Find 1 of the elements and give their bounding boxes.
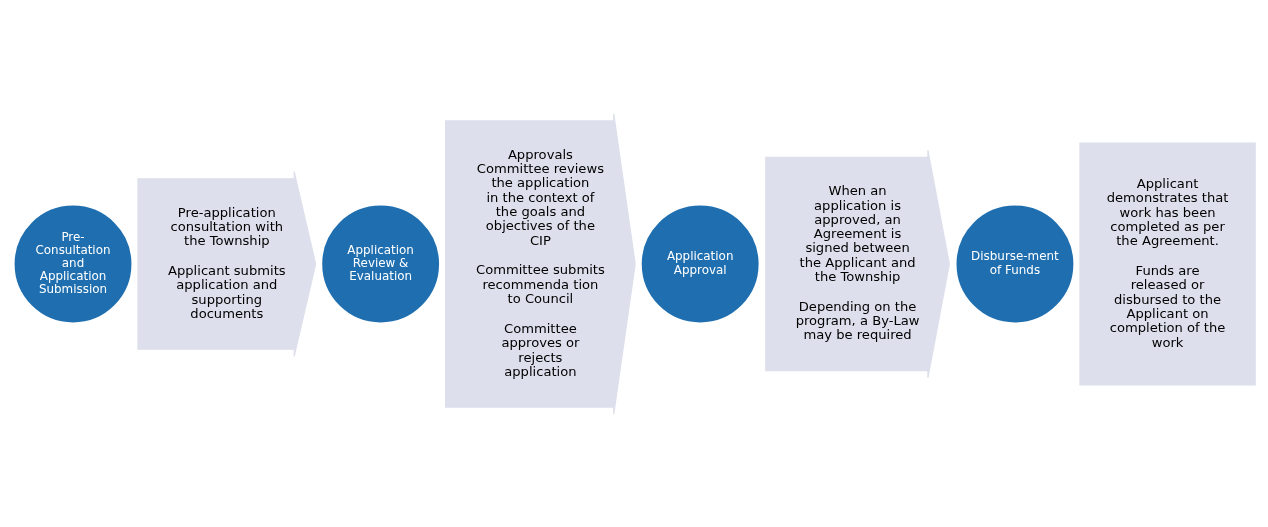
node-box: Applicant demonstrates that work has been completed as per the Agreement. Funds are released or disbursed to the Applicant on completion of the work — [1079, 141, 1256, 386]
